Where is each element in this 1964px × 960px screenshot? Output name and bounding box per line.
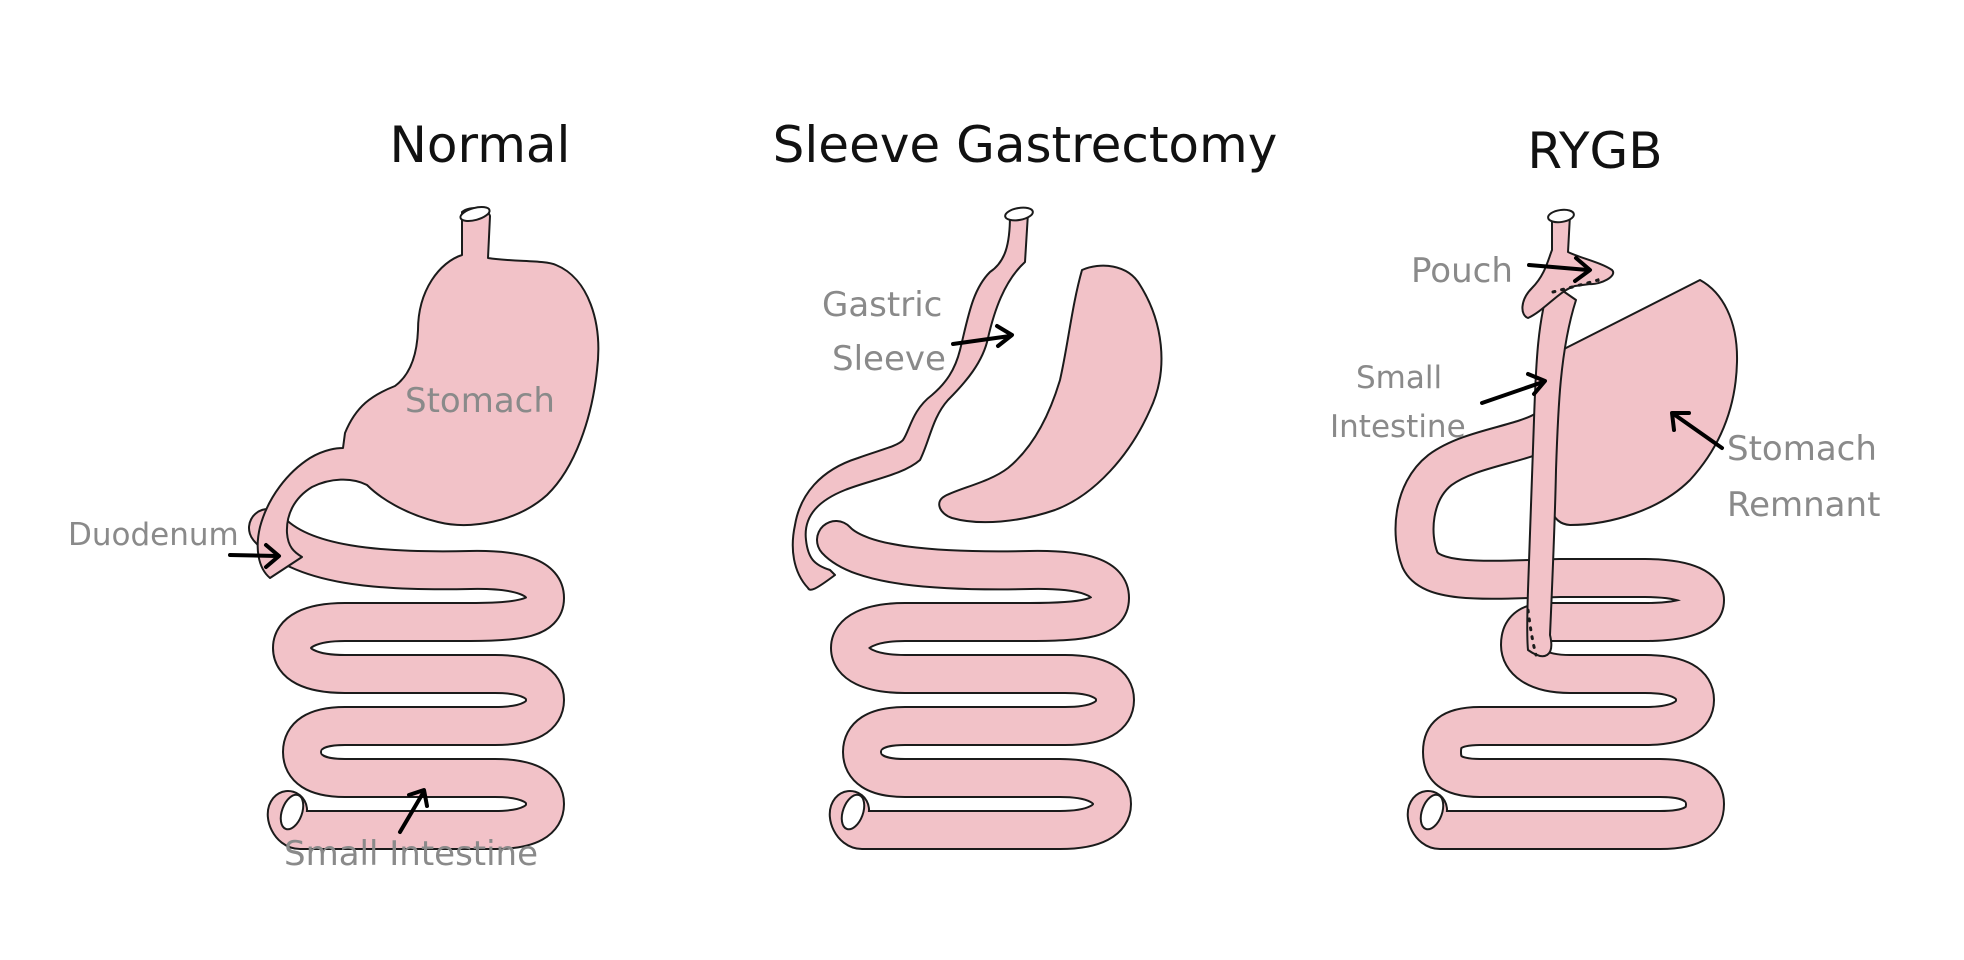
sleeve-label-gastric: Gastric (822, 285, 942, 325)
normal-intestine-fill (250, 510, 563, 848)
normal-intestine-end (279, 793, 305, 831)
rygb-stomach-remnant (1546, 279, 1739, 526)
normal-label-small-intestine: Small Intestine (284, 834, 538, 874)
rygb-small-intestine-arrow (1480, 372, 1547, 405)
rygb-label-small: Small (1356, 360, 1442, 396)
rygb-roux-limb (1526, 281, 1577, 658)
normal-small-intestine (248, 508, 565, 850)
sleeve-intestine-fill (818, 522, 1133, 848)
normal-small-intestine-arrow (398, 788, 429, 834)
rygb-anatomy (1394, 208, 1739, 850)
rygb-label-remnant: Remnant (1727, 485, 1880, 525)
sleeve-esophagus-opening (1004, 206, 1034, 222)
sleeve-small-intestine (816, 520, 1135, 850)
panel-title-sleeve: Sleeve Gastrectomy (773, 116, 1278, 174)
normal-stomach-shape (256, 207, 600, 579)
normal-esophagus-opening (459, 206, 491, 222)
panel-rygb: RYGB Pouch Small Intestine (1330, 122, 1880, 850)
rygb-label-stomach: Stomach (1727, 429, 1877, 469)
normal-duodenum-arrow (228, 543, 281, 569)
panel-title-rygb: RYGB (1527, 122, 1662, 180)
panel-sleeve: Sleeve Gastrectomy Gastric Sleeve (773, 116, 1278, 850)
rygb-stomach-remnant-arrow (1670, 411, 1724, 450)
rygb-esophagus-opening (1547, 208, 1575, 224)
normal-label-duodenum: Duodenum (68, 517, 239, 553)
rygb-pouch-arrow (1527, 256, 1592, 283)
sleeve-anatomy (791, 206, 1163, 850)
sleeve-removed-stomach (938, 264, 1163, 524)
sleeve-gastric-sleeve-arrow (951, 324, 1014, 348)
panel-title-normal: Normal (390, 116, 571, 174)
normal-anatomy: Stomach (248, 206, 600, 850)
sleeve-label-sleeve: Sleeve (832, 339, 946, 379)
rygb-intestine-fill (1396, 412, 1723, 848)
normal-label-stomach: Stomach (405, 381, 555, 421)
sleeve-gastric-tube (791, 212, 1029, 591)
rygb-label-intestine: Intestine (1330, 409, 1466, 445)
sleeve-intestine-end (840, 793, 866, 831)
rygb-pouch-staple-line (1551, 278, 1602, 294)
panel-normal: Normal Stomach Duodenum Small Intestine (68, 116, 600, 874)
rygb-label-pouch: Pouch (1411, 251, 1513, 291)
rygb-small-intestine-coil (1394, 410, 1725, 850)
rygb-intestine-end (1419, 793, 1445, 831)
